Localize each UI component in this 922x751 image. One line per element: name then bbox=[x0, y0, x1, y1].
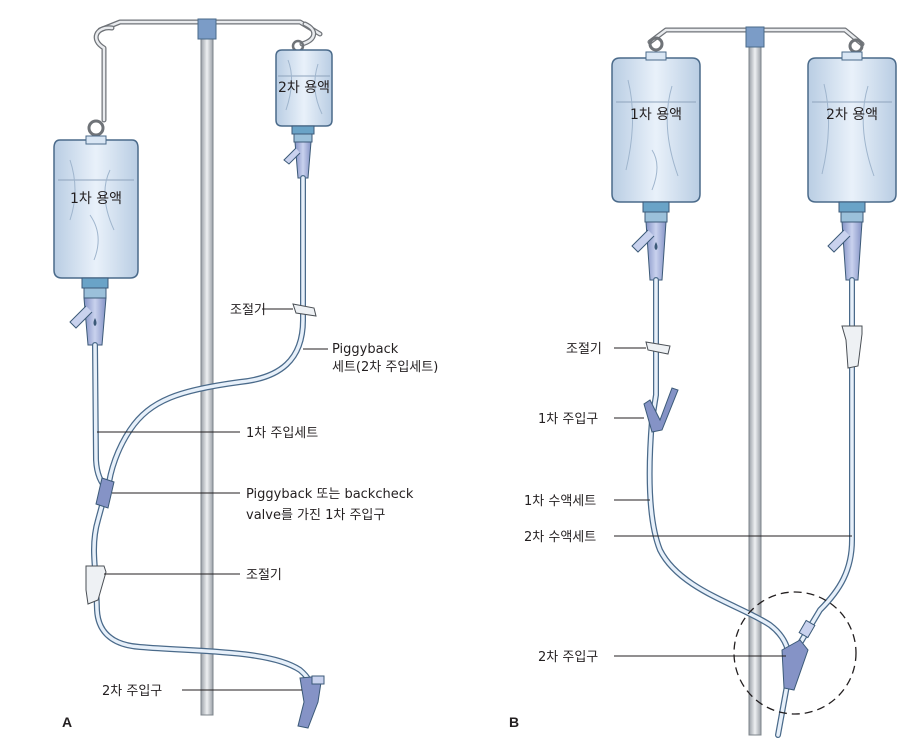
label-a-valve-2: valve를 가진 1차 주입구 bbox=[246, 508, 385, 523]
secondary-bag-b-label: 2차 용액 bbox=[826, 107, 878, 123]
iv-pole bbox=[200, 29, 214, 716]
label-a-piggyback-2: 세트(2차 주입세트) bbox=[332, 360, 438, 375]
roller-clamp-a bbox=[85, 565, 107, 605]
label-b-secondary-set: 2차 수액세트 bbox=[524, 530, 596, 545]
primary-bag-b-label: 1차 용액 bbox=[630, 107, 682, 123]
primary-port-b bbox=[643, 387, 679, 433]
secondary-bag-b: 2차 용액 bbox=[807, 51, 897, 203]
label-a-secondary-port: 2차 주입구 bbox=[102, 684, 162, 699]
primary-drip-chamber-b bbox=[631, 201, 670, 281]
secondary-bag-a: 2차 용액 bbox=[275, 49, 333, 127]
label-a-clamp-top: 조절기 bbox=[230, 303, 266, 318]
label-a-clamp-lower: 조절기 bbox=[246, 568, 282, 583]
label-b-primary-set: 1차 수액세트 bbox=[524, 494, 596, 509]
primary-bag-a-label: 1차 용액 bbox=[70, 191, 122, 207]
clamp-top-a bbox=[292, 303, 317, 317]
label-a-piggyback-1: Piggyback bbox=[332, 342, 399, 357]
primary-bag-a: 1차 용액 bbox=[53, 135, 139, 279]
pole-cap-b bbox=[745, 26, 765, 48]
pole-cap bbox=[197, 18, 217, 40]
roller-clamp-b bbox=[841, 325, 863, 369]
panel-letter-b: B bbox=[509, 714, 519, 730]
label-b-clamp: 조절기 bbox=[566, 342, 602, 357]
iv-pole-b bbox=[748, 34, 762, 736]
panel-letter-a: A bbox=[62, 714, 72, 730]
primary-drip-chamber-a bbox=[69, 277, 109, 346]
secondary-drip-chamber-a bbox=[283, 125, 315, 179]
panel-a: 1차 용액 2차 용액 bbox=[53, 18, 438, 730]
secondary-port-b bbox=[781, 639, 809, 691]
label-a-valve-1: Piggyback 또는 backcheck bbox=[246, 487, 414, 502]
secondary-bag-a-label: 2차 용액 bbox=[278, 80, 330, 96]
detail-circle-b bbox=[733, 591, 857, 715]
secondary-drip-chamber-b bbox=[827, 201, 866, 281]
panel-b: 1차 용액 2차 용액 bbox=[509, 26, 897, 738]
primary-bag-b: 1차 용액 bbox=[611, 51, 701, 203]
secondary-tubing-b bbox=[793, 277, 855, 653]
clamp-b bbox=[645, 341, 671, 355]
primary-tubing-b bbox=[646, 277, 793, 738]
label-b-primary-port: 1차 주입구 bbox=[538, 412, 598, 427]
piggyback-valve-port-a bbox=[95, 477, 115, 509]
label-a-primary-set: 1차 주입세트 bbox=[246, 426, 318, 441]
label-b-secondary-port: 2차 주입구 bbox=[538, 650, 598, 665]
